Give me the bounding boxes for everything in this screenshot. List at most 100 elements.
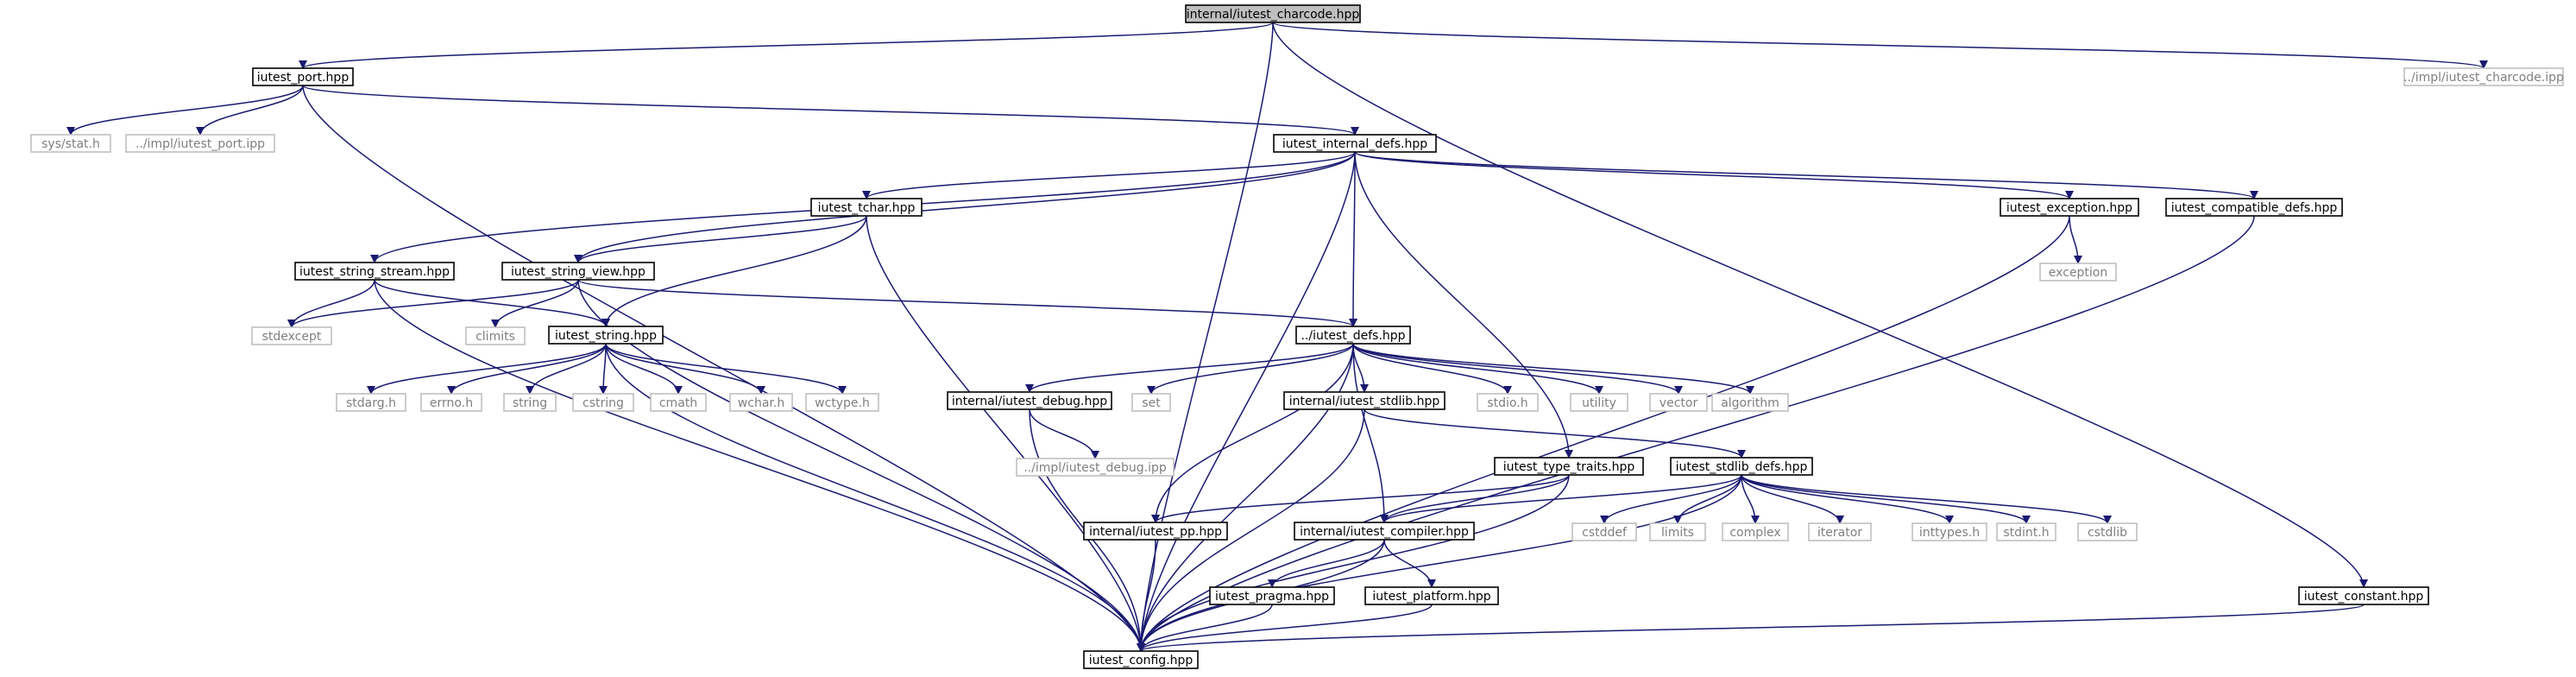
node-box-debug_ipp	[1016, 458, 1175, 477]
node-exception_hpp[interactable]: iutest_exception.hpp	[2000, 198, 2139, 217]
node-box-string_view	[501, 262, 655, 281]
node-box-vector	[1649, 393, 1708, 412]
node-box-pragma	[1209, 586, 1335, 605]
node-compiler[interactable]: internal/iutest_compiler.hpp	[1294, 522, 1475, 541]
edge-defs-to-stdio	[1352, 343, 1512, 395]
node-stdlib_defs[interactable]: iutest_stdlib_defs.hpp	[1670, 457, 1813, 476]
edge-string_view-to-climits	[491, 279, 579, 328]
node-box-cstring	[572, 393, 634, 412]
node-label-defs: ../iutest_defs.hpp	[1301, 329, 1405, 343]
node-stdarg: stdarg.h	[336, 393, 406, 412]
node-port[interactable]: iutest_port.hpp	[252, 67, 354, 86]
node-compatible_defs[interactable]: iutest_compatible_defs.hpp	[2165, 198, 2343, 217]
node-box-tchar	[810, 198, 923, 217]
node-box-cmath	[650, 393, 707, 412]
edge-string_view-to-defs	[577, 279, 1357, 327]
node-label-port: iutest_port.hpp	[257, 71, 350, 85]
node-cmath: cmath	[650, 393, 707, 412]
node-label-port_ipp: ../impl/iutest_port.ipp	[135, 137, 265, 151]
node-pragma[interactable]: iutest_pragma.hpp	[1209, 586, 1335, 605]
node-label-string_view: iutest_string_view.hpp	[511, 265, 646, 279]
edge-defs-to-vector	[1352, 343, 1683, 395]
edge-constant-to-config	[1137, 604, 2365, 652]
node-layer: internal/iutest_charcode.hpp iutest_port.…	[30, 4, 2564, 669]
edge-pp-to-config	[1137, 539, 1156, 652]
node-box-wchar	[729, 393, 793, 412]
node-label-root: internal/iutest_charcode.hpp	[1187, 8, 1360, 22]
node-box-string	[503, 393, 557, 412]
node-label-config: iutest_config.hpp	[1089, 654, 1194, 668]
node-label-pragma: iutest_pragma.hpp	[1215, 590, 1329, 604]
edge-string_stream-to-config	[374, 279, 1145, 652]
node-config[interactable]: iutest_config.hpp	[1083, 650, 1199, 669]
edge-string_stream-to-string_hpp	[374, 279, 610, 327]
edge-tchar-to-string_view	[574, 215, 867, 263]
node-constant[interactable]: iutest_constant.hpp	[2298, 586, 2429, 605]
node-limits: limits	[1649, 522, 1706, 541]
edge-defs-to-utility	[1352, 343, 1603, 395]
edge-port-to-internal_defs	[302, 85, 1359, 136]
node-label-inttypes: inttypes.h	[1919, 526, 1980, 540]
node-label-compatible_defs: iutest_compatible_defs.hpp	[2171, 201, 2338, 215]
node-box-cstddef	[1571, 522, 1637, 541]
node-box-stdlib_defs	[1670, 457, 1813, 476]
edge-internal_defs-to-exception_hpp	[1354, 151, 2074, 199]
node-box-exception_hpp	[2000, 198, 2139, 217]
node-box-compiler	[1294, 522, 1475, 541]
edge-internal_defs-to-compatible_defs	[1354, 151, 2258, 199]
node-defs[interactable]: ../iutest_defs.hpp	[1295, 326, 1411, 345]
node-set: set	[1131, 393, 1171, 412]
edge-root-to-config	[1137, 22, 1274, 652]
node-string_stream[interactable]: iutest_string_stream.hpp	[294, 262, 455, 281]
edge-platform-to-config	[1137, 604, 1433, 652]
node-label-string_hpp: iutest_string.hpp	[555, 329, 657, 343]
node-box-utility	[1570, 393, 1628, 412]
node-root: internal/iutest_charcode.hpp	[1185, 4, 1361, 23]
edge-type_traits-to-config	[1137, 474, 1570, 652]
node-box-pp	[1083, 522, 1228, 541]
edge-internal_defs-to-defs	[1349, 151, 1358, 327]
node-label-pp: internal/iutest_pp.hpp	[1089, 525, 1222, 539]
node-platform[interactable]: iutest_platform.hpp	[1364, 586, 1499, 605]
node-debug_ipp: ../impl/iutest_debug.ipp	[1016, 458, 1175, 477]
node-label-exception_hpp: iutest_exception.hpp	[2006, 201, 2132, 215]
edge-stdlib_hpp-to-stdlib_defs	[1364, 408, 1746, 459]
node-port_ipp: ../impl/iutest_port.ipp	[125, 134, 275, 153]
node-cstdlib: cstdlib	[2077, 522, 2138, 541]
edge-defs-to-algorithm	[1352, 343, 1754, 395]
node-label-complex: complex	[1729, 526, 1780, 540]
edge-defs-to-set	[1147, 343, 1354, 395]
edge-internal_defs-to-config	[1137, 151, 1356, 652]
edge-string_hpp-to-cstring	[599, 343, 608, 395]
node-label-exception: exception	[2049, 266, 2107, 280]
edge-stdlib_defs-to-compiler	[1380, 474, 1742, 523]
node-string_view[interactable]: iutest_string_view.hpp	[501, 262, 655, 281]
node-label-debug_ipp: ../impl/iutest_debug.ipp	[1023, 461, 1167, 475]
node-label-platform: iutest_platform.hpp	[1372, 590, 1490, 604]
node-box-port_ipp	[125, 134, 275, 153]
node-box-stdio	[1477, 393, 1539, 412]
node-box-sys_stat	[30, 134, 111, 153]
node-debug[interactable]: internal/iutest_debug.hpp	[947, 391, 1112, 410]
node-box-iterator	[1808, 522, 1872, 541]
node-label-set: set	[1142, 396, 1161, 410]
node-exception: exception	[2039, 263, 2117, 282]
node-box-config	[1083, 650, 1199, 669]
edge-string_hpp-to-stdarg	[367, 343, 607, 395]
node-tchar[interactable]: iutest_tchar.hpp	[810, 198, 923, 217]
node-box-port	[252, 67, 354, 86]
node-label-stdexcept: stdexcept	[262, 330, 322, 344]
edge-defs-to-pp	[1151, 343, 1354, 523]
node-stdlib_hpp[interactable]: internal/iutest_stdlib.hpp	[1283, 391, 1445, 410]
node-label-vector: vector	[1660, 396, 1698, 410]
node-type_traits[interactable]: iutest_type_traits.hpp	[1494, 457, 1644, 476]
edge-string_hpp-to-config	[605, 343, 1145, 652]
node-box-constant	[2298, 586, 2429, 605]
node-string_hpp[interactable]: iutest_string.hpp	[548, 326, 664, 345]
edge-internal_defs-to-type_traits	[1354, 151, 1573, 459]
node-climits: climits	[465, 326, 526, 345]
node-pp[interactable]: internal/iutest_pp.hpp	[1083, 522, 1228, 541]
node-internal_defs[interactable]: iutest_internal_defs.hpp	[1273, 134, 1437, 153]
node-box-stdlib_hpp	[1283, 391, 1445, 410]
